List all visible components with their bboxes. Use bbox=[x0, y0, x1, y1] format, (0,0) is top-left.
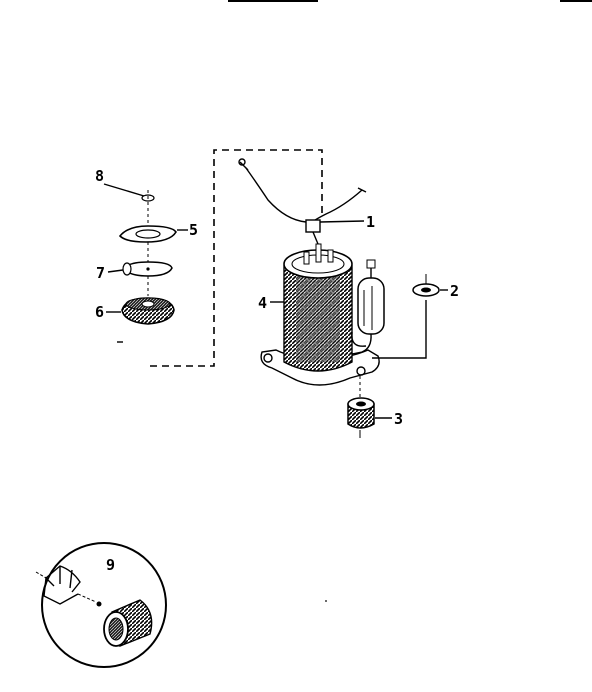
callout-8: 8 bbox=[95, 167, 104, 185]
callout-6: 6 bbox=[95, 303, 104, 321]
stray-dot bbox=[325, 600, 327, 602]
group-bracket bbox=[150, 149, 323, 367]
leader-lines bbox=[270, 220, 365, 303]
compressor bbox=[260, 243, 385, 386]
terminal-wire-harness bbox=[238, 158, 367, 245]
callout-7: 7 bbox=[96, 264, 105, 282]
washer-right-part bbox=[372, 274, 448, 359]
nut-part bbox=[103, 183, 155, 226]
callout-3: 3 bbox=[394, 410, 403, 428]
sleeve-part bbox=[107, 261, 173, 296]
callout-2: 2 bbox=[450, 282, 459, 300]
callout-4: 4 bbox=[258, 294, 267, 312]
callout-9: 9 bbox=[106, 556, 115, 574]
washer-plate-part bbox=[118, 225, 188, 262]
grommet-part bbox=[106, 297, 175, 343]
bottom-grommet-part bbox=[347, 376, 392, 438]
callout-5: 5 bbox=[189, 221, 198, 239]
inset-detail-circle bbox=[35, 542, 167, 668]
callout-1: 1 bbox=[366, 213, 375, 231]
